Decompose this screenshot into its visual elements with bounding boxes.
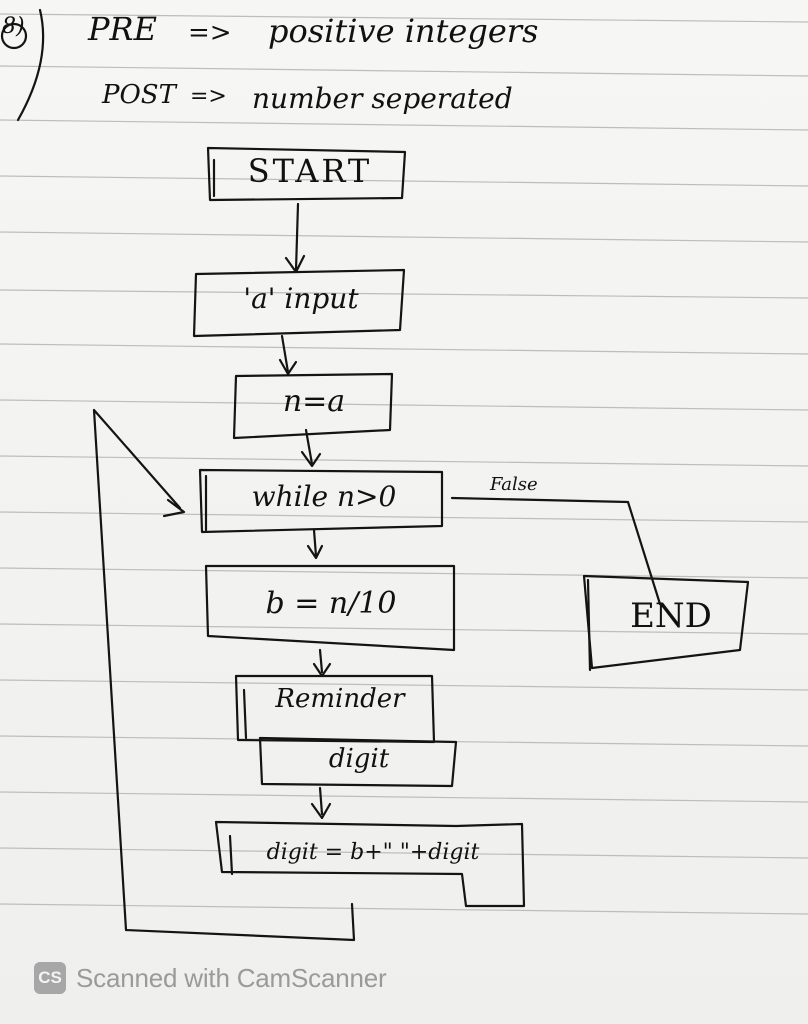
ruled-lines [0, 13, 808, 915]
question-circle [0, 22, 28, 50]
camscanner-watermark: CS Scanned with CamScanner [34, 960, 387, 996]
question-number: 8) [2, 14, 25, 39]
concat-box [214, 820, 526, 908]
digit-box [258, 736, 458, 788]
arrow-start-input [284, 202, 306, 274]
arrow-assign-loop [300, 428, 322, 468]
start-box [206, 146, 407, 202]
pre-arrow: => [188, 18, 232, 48]
false-branch-line [450, 496, 662, 606]
arrow-divide-remainder [312, 648, 332, 678]
loop-label: while n>0 [251, 480, 397, 513]
concat-label: digit = b+" "+digit [266, 840, 480, 865]
question-bracket [16, 8, 45, 122]
false-label: False [490, 474, 538, 495]
post-arrow: => [190, 84, 227, 109]
loop-back-arrow [92, 408, 356, 942]
post-text: number seperated [252, 82, 513, 115]
arrow-digit-concat [310, 786, 332, 820]
assign-box [232, 372, 394, 440]
end-label: END [630, 596, 712, 636]
input-box [192, 268, 406, 338]
pre-text: positive integers [268, 12, 539, 50]
pre-label: PRE [88, 10, 157, 48]
camscanner-text: Scanned with CamScanner [76, 962, 387, 993]
start-label: START [247, 152, 373, 190]
arrow-input-assign [278, 334, 298, 376]
input-label: 'a' input [243, 282, 359, 315]
divide-box [204, 564, 456, 652]
camscanner-logo: CS [34, 962, 66, 994]
remainder-label: Reminder [275, 684, 405, 714]
assign-label: n=a [282, 384, 346, 419]
arrow-loop-divide [306, 528, 324, 560]
while-box [198, 468, 444, 534]
digit-label: digit [328, 744, 390, 774]
post-label: POST [102, 80, 176, 110]
divide-label: b = n/10 [265, 586, 397, 621]
